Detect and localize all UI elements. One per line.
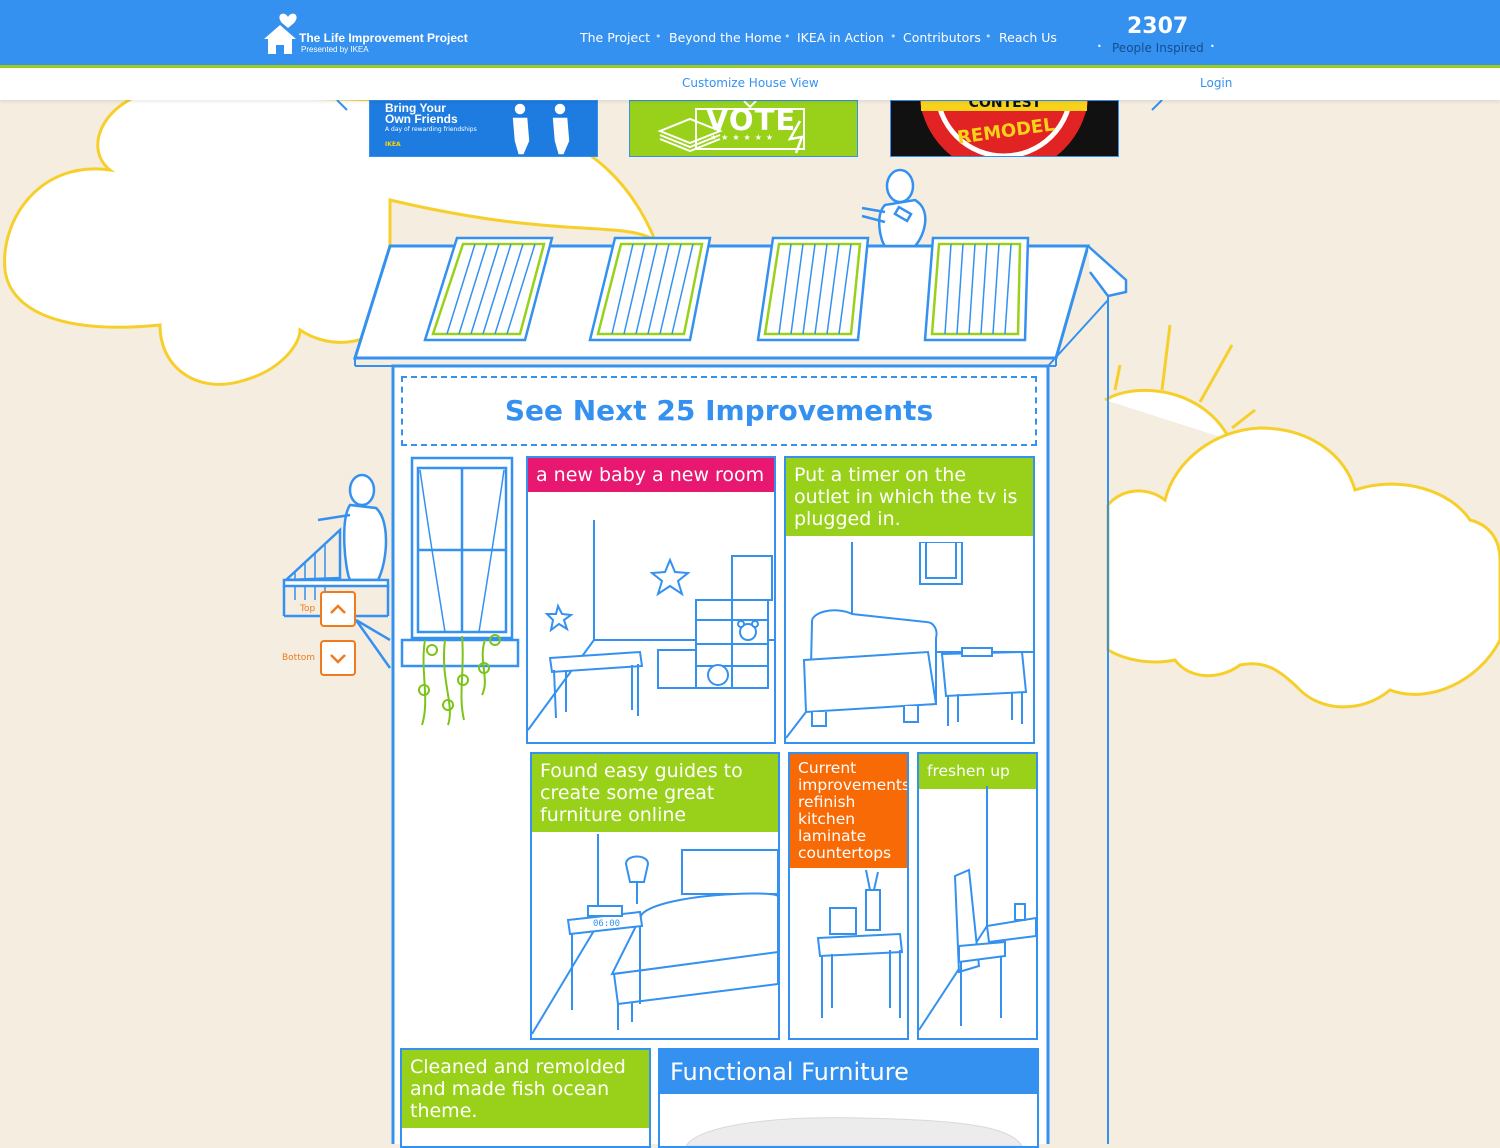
- room-kitchen-countertops[interactable]: Current improvements refinish kitchen la…: [788, 752, 909, 1040]
- banner-contest-remodel[interactable]: CONTEST REMODEL: [890, 100, 1119, 157]
- room-freshen-up[interactable]: freshen up: [917, 752, 1038, 1040]
- banner-bring-friends[interactable]: Bring Your Own Friends A day of rewardin…: [369, 100, 598, 157]
- nav-beyond-the-home[interactable]: Beyond the Home: [669, 30, 782, 45]
- scroll-top-label: Top: [300, 604, 316, 614]
- carousel-next-arrow-icon[interactable]: [1150, 100, 1166, 112]
- room-timer-outlet[interactable]: Put a timer on the outlet in which the t…: [784, 456, 1035, 744]
- scroll-bottom-label: Bottom: [282, 653, 316, 663]
- solar-panels: [423, 236, 1030, 342]
- nav-reach-us[interactable]: Reach Us: [999, 30, 1057, 45]
- clock-display: 06:00: [593, 919, 621, 929]
- nav-the-project[interactable]: The Project: [580, 30, 650, 45]
- top-navigation-bar: The Life Improvement Project Presented b…: [0, 0, 1500, 68]
- banner-vote[interactable]: VOTE ★★★★★★: [629, 100, 858, 157]
- desk-illustration: [816, 869, 904, 1018]
- room-caption: Put a timer on the outlet in which the t…: [786, 458, 1033, 536]
- banner-vote-label: VOTE: [706, 103, 797, 137]
- people-inspired-count: 2307: [1127, 14, 1189, 39]
- room-new-baby[interactable]: a new baby a new room: [526, 456, 776, 744]
- customize-house-view-link[interactable]: Customize House View: [682, 76, 819, 90]
- bedroom-illustration: [532, 834, 778, 1035]
- scroll-down-button[interactable]: [320, 640, 356, 676]
- nav-contributors[interactable]: Contributors: [903, 30, 981, 45]
- nav-separator: •: [784, 30, 791, 43]
- banner-vote-stars-icon: ★★★★★★: [710, 133, 778, 142]
- nursery-illustration: [528, 520, 774, 731]
- hanging-plant: [418, 634, 501, 726]
- window-with-plants: [400, 456, 520, 668]
- room-caption: Current improvements refinish kitchen la…: [790, 754, 907, 868]
- sub-navigation-bar: [0, 68, 1500, 100]
- friends-figures-icon: [511, 102, 571, 156]
- banner-friends-subtitle: A day of rewarding friendships: [385, 126, 477, 133]
- nav-separator: •: [655, 30, 662, 43]
- banner-friends-brand: IKEA: [385, 141, 401, 148]
- nav-ikea-in-action[interactable]: IKEA in Action: [797, 30, 884, 45]
- room-caption: Found easy guides to create some great f…: [532, 754, 778, 832]
- nav-separator: •: [985, 30, 992, 43]
- people-inspired-label: People Inspired: [1112, 41, 1204, 55]
- room-furniture-guides[interactable]: Found easy guides to create some great f…: [530, 752, 780, 1040]
- room-caption: Functional Furniture: [660, 1050, 1037, 1094]
- living-room-illustration: [786, 542, 1033, 739]
- room-caption: a new baby a new room: [528, 458, 774, 492]
- room-caption: freshen up: [919, 754, 1036, 789]
- login-link[interactable]: Login: [1200, 76, 1233, 90]
- banner-contest-text: CONTEST: [968, 100, 1042, 111]
- room-ocean-theme[interactable]: Cleaned and remolded and made fish ocean…: [400, 1048, 651, 1148]
- room-caption: Cleaned and remolded and made fish ocean…: [402, 1050, 649, 1128]
- roof-worker-figure: [861, 168, 927, 248]
- logo-subtitle: Presented by IKEA: [301, 45, 369, 54]
- house-heart-logo-icon[interactable]: [262, 11, 302, 55]
- counter-dot: •: [1210, 42, 1215, 51]
- room-functional-furniture[interactable]: Functional Furniture: [658, 1048, 1039, 1148]
- nav-separator: •: [890, 30, 897, 43]
- contest-seal-icon: [919, 101, 1089, 156]
- ballot-box-icon: [657, 101, 805, 154]
- left-cloud: [3, 93, 659, 386]
- chevron-down-icon: [330, 654, 346, 664]
- sofa-illustration: [685, 1117, 1023, 1146]
- sun-icon: [1104, 324, 1256, 441]
- carousel-prev-arrow-icon[interactable]: [333, 100, 349, 112]
- logo-title[interactable]: The Life Improvement Project: [299, 31, 468, 45]
- see-next-improvements-button[interactable]: See Next 25 Improvements: [401, 376, 1037, 446]
- dining-illustration: [919, 786, 1036, 1031]
- scroll-up-button[interactable]: [320, 591, 356, 627]
- balcony-figure: [282, 473, 392, 669]
- chevron-up-icon: [330, 604, 346, 614]
- banner-friends-title: Bring Your Own Friends: [385, 101, 458, 126]
- counter-dot: •: [1097, 42, 1102, 51]
